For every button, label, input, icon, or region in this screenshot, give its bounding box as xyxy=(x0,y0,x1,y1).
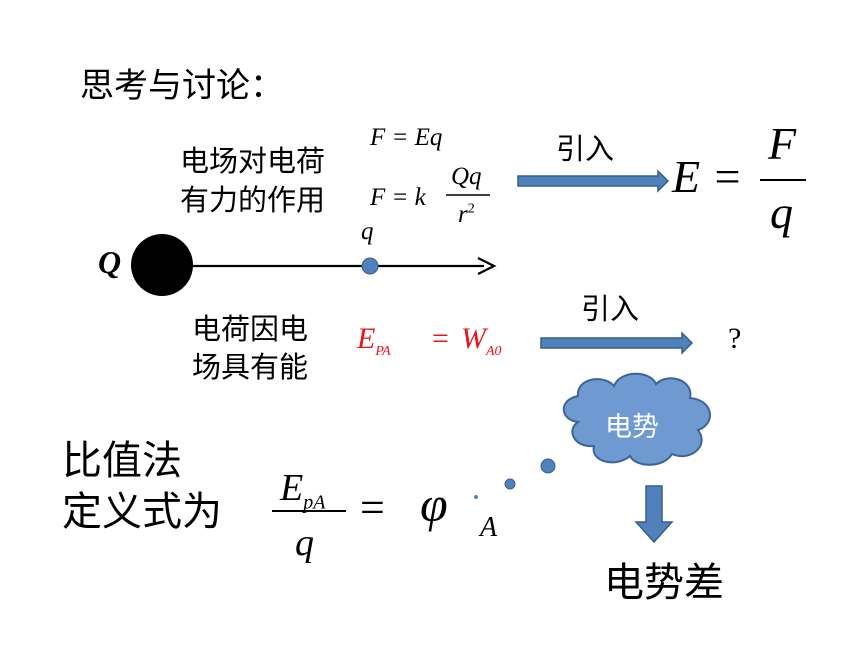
cloud-label: 电势 xyxy=(605,412,659,443)
ratio-denominator: q xyxy=(295,522,314,564)
test-charge-label: q xyxy=(361,218,374,245)
introduce-label-2: 引入 xyxy=(581,292,640,326)
down-arrow xyxy=(634,485,674,544)
formula-work: WA0 xyxy=(461,322,502,360)
force-label-line2: 有力的作用 xyxy=(180,183,326,217)
source-charge-label: Q xyxy=(98,244,122,280)
energy-label-line2: 场具有能 xyxy=(192,350,309,384)
ratio-ep: E xyxy=(280,467,304,509)
formula-w: W xyxy=(461,322,486,355)
conclusion-label: 电势差 xyxy=(604,560,724,606)
cloud-shape xyxy=(562,372,711,466)
formula-potential-energy: EPA xyxy=(357,322,391,360)
source-charge-circle xyxy=(131,234,193,296)
thought-dot-3 xyxy=(540,458,556,474)
page-title: 思考与讨论： xyxy=(80,66,284,106)
formula-energy-equals: = xyxy=(432,322,449,355)
formula-coulomb-exponent: 2 xyxy=(467,201,475,217)
formula-ep: E xyxy=(357,322,376,355)
test-charge-dot xyxy=(361,257,379,275)
ratio-equals: = xyxy=(360,483,385,532)
energy-label-line1: 电荷因电 xyxy=(192,312,309,346)
formula-e-numerator: F xyxy=(768,118,797,169)
thought-dot-1 xyxy=(474,495,478,499)
arrow-introduce-energy xyxy=(540,331,694,355)
ratio-label-line1: 比值法 xyxy=(62,438,182,484)
ratio-label-line2: 定义式为 xyxy=(62,489,222,535)
formula-coulomb-left: F = k xyxy=(370,184,426,211)
ratio-ep-sub: pA xyxy=(303,491,326,514)
formula-coulomb-r: r xyxy=(458,201,468,228)
introduce-label-1: 引入 xyxy=(556,132,615,166)
arrow-introduce-field xyxy=(517,169,670,193)
ratio-numerator: EpA xyxy=(280,466,325,515)
ratio-phi-sub: A xyxy=(480,512,498,543)
formula-coulomb-numerator: Qq xyxy=(451,163,482,190)
formula-e-denominator: q xyxy=(770,187,793,238)
formula-ep-sub: PA xyxy=(375,344,391,359)
formula-w-sub: A0 xyxy=(486,344,502,359)
formula-coulomb-denominator: r2 xyxy=(458,201,475,229)
field-line-arrowhead xyxy=(477,257,497,275)
question-mark: ? xyxy=(728,322,742,355)
thought-dot-2 xyxy=(504,478,516,490)
ratio-phi: φ xyxy=(420,476,448,532)
force-label-line1: 电场对电荷 xyxy=(180,144,326,178)
formula-e-left: E = xyxy=(672,151,743,202)
formula-f-eq: F = Eq xyxy=(370,124,443,151)
